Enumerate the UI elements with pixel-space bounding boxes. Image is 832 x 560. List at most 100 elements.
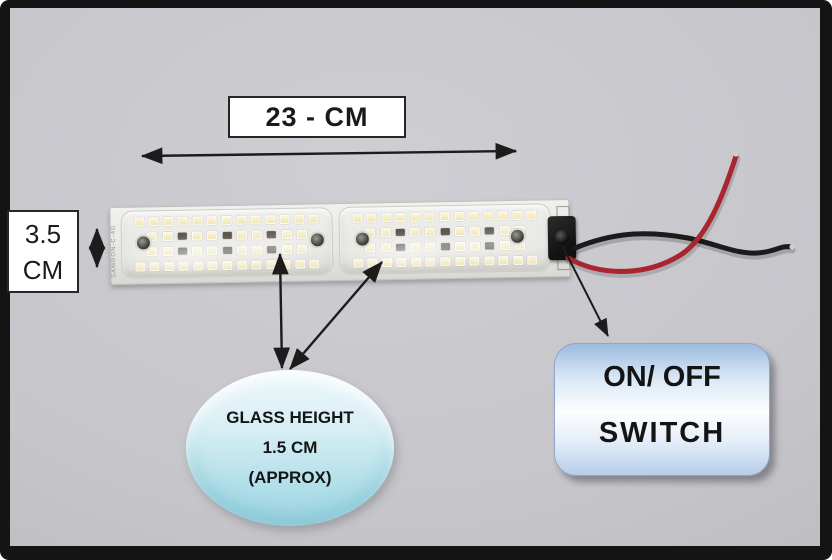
resistor-chip [222, 231, 232, 240]
switch-callout-line2: SWITCH [598, 417, 726, 449]
led-chip [279, 214, 290, 225]
led-chip [454, 241, 465, 251]
led-chip [308, 214, 319, 224]
switch-callout-line1: ON/ OFF [603, 361, 721, 393]
led-chip [425, 242, 436, 252]
led-chip [409, 242, 421, 252]
led-chip [162, 246, 173, 257]
led-chip [483, 211, 494, 221]
led-chip [207, 261, 218, 271]
led-row [122, 244, 332, 257]
led-row [339, 210, 549, 223]
led-chip [265, 260, 277, 270]
led-chip [251, 260, 262, 270]
led-chip [498, 256, 509, 266]
led-chip [206, 216, 218, 226]
led-chip [134, 217, 145, 227]
led-chip [235, 215, 247, 225]
led-chip [380, 228, 391, 238]
led-chip [221, 215, 232, 226]
switch-mount-tab [557, 258, 571, 271]
glass-callout-line1: GLASS HEIGHT [226, 408, 354, 427]
height-unit: CM [22, 254, 64, 285]
led-row [122, 259, 332, 272]
led-chip [163, 216, 174, 227]
led-chip [177, 216, 188, 226]
led-chip [396, 257, 407, 268]
power-switch [544, 205, 581, 271]
led-chip [469, 256, 480, 266]
resistor-chip [440, 243, 450, 251]
resistor-chip [440, 228, 450, 236]
led-chip [526, 210, 537, 220]
led-chip [440, 257, 451, 267]
led-row [340, 255, 550, 268]
resistor-chip [267, 231, 277, 239]
led-chip [454, 256, 465, 266]
led-chip [296, 244, 307, 254]
led-chip [381, 258, 393, 268]
led-chip [512, 210, 523, 220]
led-chip [453, 211, 465, 221]
led-chip [352, 213, 363, 223]
led-chip [410, 212, 421, 222]
led-chip [236, 230, 247, 240]
led-chip [222, 260, 233, 271]
led-chip [207, 246, 218, 256]
led-chip [367, 258, 378, 268]
led-chip [512, 255, 524, 265]
led-chip [425, 257, 436, 267]
led-chip [469, 226, 480, 236]
led-chip [499, 226, 510, 236]
resistor-chip [395, 243, 405, 252]
height-label-box: 3.5 CM [7, 210, 79, 293]
switch-button-icon [547, 215, 577, 261]
led-row [122, 214, 332, 227]
led-chip [296, 229, 307, 239]
on-off-switch-callout: ON/ OFF SWITCH [554, 343, 770, 476]
led-chip [162, 231, 173, 242]
resistor-chip [222, 246, 232, 255]
resistor-chip [177, 247, 187, 255]
led-chip [294, 214, 305, 224]
width-label-box: 23 - CM [228, 96, 406, 138]
led-chip [281, 244, 292, 255]
resistor-chip [485, 242, 495, 250]
led-chip [148, 217, 159, 227]
led-chip [178, 261, 189, 271]
height-value: 3.5 [24, 218, 62, 249]
led-chip [411, 257, 422, 267]
led-chip [424, 227, 436, 237]
led-chip [527, 255, 538, 265]
led-row [122, 229, 332, 242]
led-chip [380, 243, 391, 253]
led-chip [352, 258, 363, 268]
led-chip [265, 215, 276, 225]
led-chip [236, 260, 247, 270]
width-label: 23 - CM [265, 101, 369, 132]
resistor-chip [267, 246, 277, 254]
led-panel-left [120, 207, 334, 279]
led-chip [439, 212, 450, 222]
led-chip [191, 231, 202, 241]
led-chip [366, 213, 377, 223]
led-chip [236, 245, 247, 255]
led-chip [483, 256, 495, 266]
led-strip: SAMRON-C-4D [109, 198, 577, 285]
led-chip [381, 213, 392, 223]
led-chip [454, 226, 465, 236]
led-chip [207, 231, 218, 241]
led-chip [409, 227, 420, 237]
led-chip [295, 259, 306, 269]
led-chip [251, 230, 262, 240]
led-chip [395, 212, 406, 223]
led-chip [309, 259, 320, 269]
led-chip [250, 215, 261, 225]
led-chip [163, 261, 175, 272]
led-chip [193, 261, 204, 271]
resistor-chip [395, 228, 405, 237]
led-chip [192, 246, 203, 256]
led-chip [497, 211, 508, 221]
led-chip [149, 262, 160, 272]
led-chip [424, 212, 435, 222]
